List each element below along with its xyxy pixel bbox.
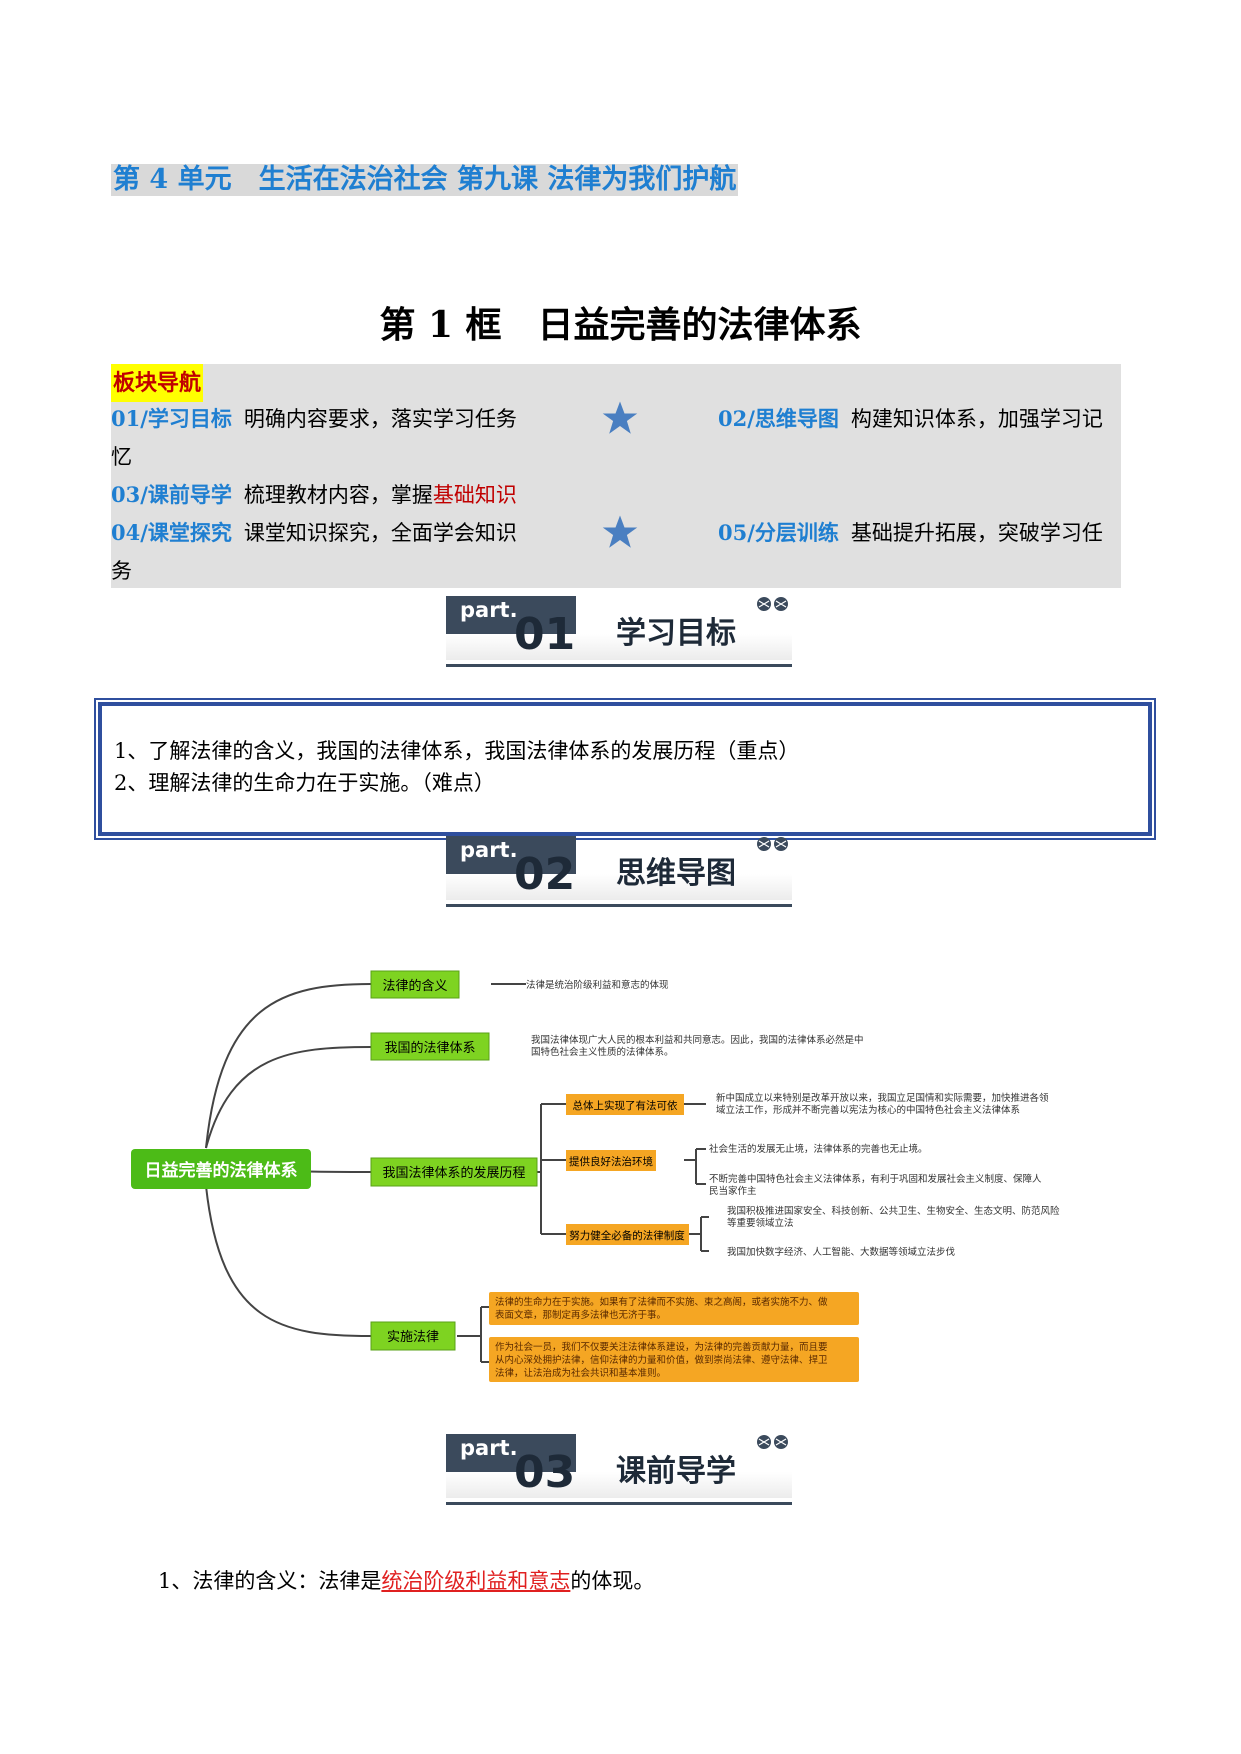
mind-sub-text: 表面文章，那制定再多法律也无济于事。 — [495, 1309, 666, 1321]
content-answer: 统治阶级利益和意志 — [381, 1569, 571, 1593]
mind-sub-label: 总体上实现了有法可依 — [573, 1099, 678, 1112]
nav-code: 01/学习目标 — [111, 406, 232, 431]
nav-box: 板块导航 01/学习目标明确内容要求，落实学习任务 02/思维导图构建知识体系，… — [111, 364, 1121, 588]
star-icon — [602, 401, 638, 434]
mind-connector — [684, 1103, 706, 1185]
mind-sub-node — [489, 1337, 859, 1382]
mind-connector — [540, 1103, 566, 1235]
mind-note: 等重要领域立法 — [727, 1217, 794, 1229]
mind-sub-label: 努力健全必备的法律制度 — [569, 1229, 685, 1242]
part-banner-02: part. 02 思维导图 — [446, 836, 792, 910]
mind-branch-label: 我国法律体系的发展历程 — [382, 1165, 525, 1181]
nav-heading: 板块导航 — [111, 364, 204, 402]
nav-code: 02/思维导图 — [718, 406, 839, 431]
nav-text: 基础提升拓展，突破学习任 — [850, 521, 1103, 545]
mind-sub-node — [489, 1292, 859, 1325]
mind-sub-node — [566, 1150, 656, 1171]
part-number: 01 — [514, 609, 576, 660]
goal-item: 2、理解法律的生命力在于实施。（难点） — [114, 771, 495, 795]
nav-item-05[interactable]: 05/分层训练基础提升拓展，突破学习任 — [718, 514, 1103, 552]
mind-branch-label: 实施法律 — [387, 1330, 439, 1345]
mind-note: 民当家作主 — [709, 1185, 757, 1197]
unit-title: 第 4 单元 生活在法治社会 第九课 法律为我们护航 — [111, 164, 739, 196]
part-prefix: part. — [460, 598, 518, 622]
mind-connector — [205, 1185, 372, 1337]
mind-branch-node — [370, 1157, 538, 1187]
mind-branch-node — [370, 1032, 490, 1061]
learning-goals-box: 1、了解法律的含义，我国的法律体系，我国法律体系的发展历程（重点） 2、理解法律… — [94, 698, 1156, 840]
part-name: 课前导学 — [616, 1454, 736, 1489]
nav-wrap-text: 务 — [111, 559, 132, 583]
mind-root-node — [131, 1149, 311, 1189]
nav-text: 明确内容要求，落实学习任务 — [243, 407, 517, 431]
part-banner-01: part. 01 学习目标 — [446, 596, 792, 670]
mind-map: 日益完善的法律体系 法律的含义 法律是统治阶级利益和意志的体现 我国的法律体系 … — [131, 970, 1060, 1382]
part-prefix: part. — [460, 1436, 518, 1460]
nav-text-highlight: 基础知识 — [432, 483, 517, 507]
mind-sub-text: 从内心深处拥护法律，信仰法律的力量和价值，做到崇尚法律、遵守法律、捍卫 — [495, 1354, 828, 1366]
nav-text: 梳理教材内容，掌握 — [243, 483, 433, 507]
part-prefix: part. — [460, 838, 518, 862]
mind-connector — [205, 1046, 372, 1149]
part-number: 03 — [514, 1447, 576, 1498]
nav-item-04[interactable]: 04/课堂探究课堂知识探究，全面学会知识 — [111, 514, 517, 552]
nav-text: 构建知识体系，加强学习记 — [850, 407, 1103, 431]
part-name: 学习目标 — [616, 616, 736, 651]
mind-note: 法律是统治阶级利益和意志的体现 — [526, 979, 669, 991]
goal-item: 1、了解法律的含义，我国的法律体系，我国法律体系的发展历程（重点） — [114, 739, 800, 763]
mind-root-label: 日益完善的法律体系 — [145, 1160, 298, 1181]
mind-note: 不断完善中国特色社会主义法律体系，有利于巩固和发展社会主义制度、保障人 — [709, 1173, 1042, 1185]
mind-connector — [457, 1306, 489, 1363]
globe-dots-icon — [757, 1435, 788, 1449]
mind-note: 国特色社会主义性质的法律体系。 — [531, 1046, 674, 1058]
mind-branch-node — [370, 1321, 456, 1351]
content-text: 1、法律的含义：法律是 — [158, 1569, 382, 1593]
mind-branch-label: 法律的含义 — [382, 978, 447, 994]
mind-connector — [689, 1216, 709, 1252]
mind-note: 我国积极推进国家安全、科技创新、公共卫生、生物安全、生态文明、防范风险 — [727, 1205, 1060, 1217]
content-line-1: 1、法律的含义：法律是统治阶级利益和意志的体现。 — [158, 1565, 654, 1597]
part-number: 02 — [514, 849, 576, 900]
globe-dots-icon — [757, 597, 788, 611]
mind-note: 域立法工作，形成并不断完善以宪法为核心的中国特色社会主义法律体系 — [716, 1104, 1020, 1116]
mind-branch-label: 我国的法律体系 — [384, 1040, 475, 1056]
mind-note: 我国法律体现广大人民的根本利益和共同意志。因此，我国的法律体系必然是中 — [531, 1034, 864, 1046]
mind-sub-node — [566, 1224, 689, 1245]
nav-text: 课堂知识探究，全面学会知识 — [243, 521, 517, 545]
part-name: 思维导图 — [616, 856, 736, 891]
nav-wrap-text: 忆 — [111, 445, 132, 469]
star-icon — [602, 515, 638, 548]
mind-note: 我国加快数字经济、人工智能、大数据等领域立法步伐 — [727, 1246, 956, 1258]
mind-sub-label: 提供良好法治环境 — [569, 1155, 653, 1168]
nav-item-02[interactable]: 02/思维导图构建知识体系，加强学习记 — [718, 400, 1103, 438]
mind-connector — [205, 983, 372, 1149]
part-banner-03: part. 03 课前导学 — [446, 1434, 792, 1508]
nav-code: 04/课堂探究 — [111, 520, 232, 545]
lesson-title: 第 1 框 日益完善的法律体系 — [379, 304, 862, 346]
mind-sub-node — [566, 1094, 684, 1115]
mind-branch-node — [370, 970, 460, 999]
nav-item-03[interactable]: 03/课前导学梳理教材内容，掌握基础知识 — [111, 476, 517, 514]
nav-code: 05/分层训练 — [718, 520, 839, 545]
globe-dots-icon — [757, 837, 788, 851]
mind-note: 新中国成立以来特别是改革开放以来，我国立足国情和实际需要，加快推进各领 — [716, 1092, 1049, 1104]
content-text: 的体现。 — [570, 1569, 655, 1593]
nav-code: 03/课前导学 — [111, 482, 232, 507]
nav-item-01[interactable]: 01/学习目标明确内容要求，落实学习任务 — [111, 400, 517, 438]
mind-note: 社会生活的发展无止境，法律体系的完善也无止境。 — [709, 1143, 928, 1155]
mind-sub-text: 法律，让法治成为社会共识和基本准则。 — [495, 1367, 666, 1379]
mind-sub-text: 作为社会一员，我们不仅要关注法律体系建设，为法律的完善贡献力量，而且要 — [495, 1341, 828, 1353]
mind-sub-text: 法律的生命力在于实施。如果有了法律而不实施、束之高阁，或者实施不力、做 — [495, 1296, 828, 1308]
